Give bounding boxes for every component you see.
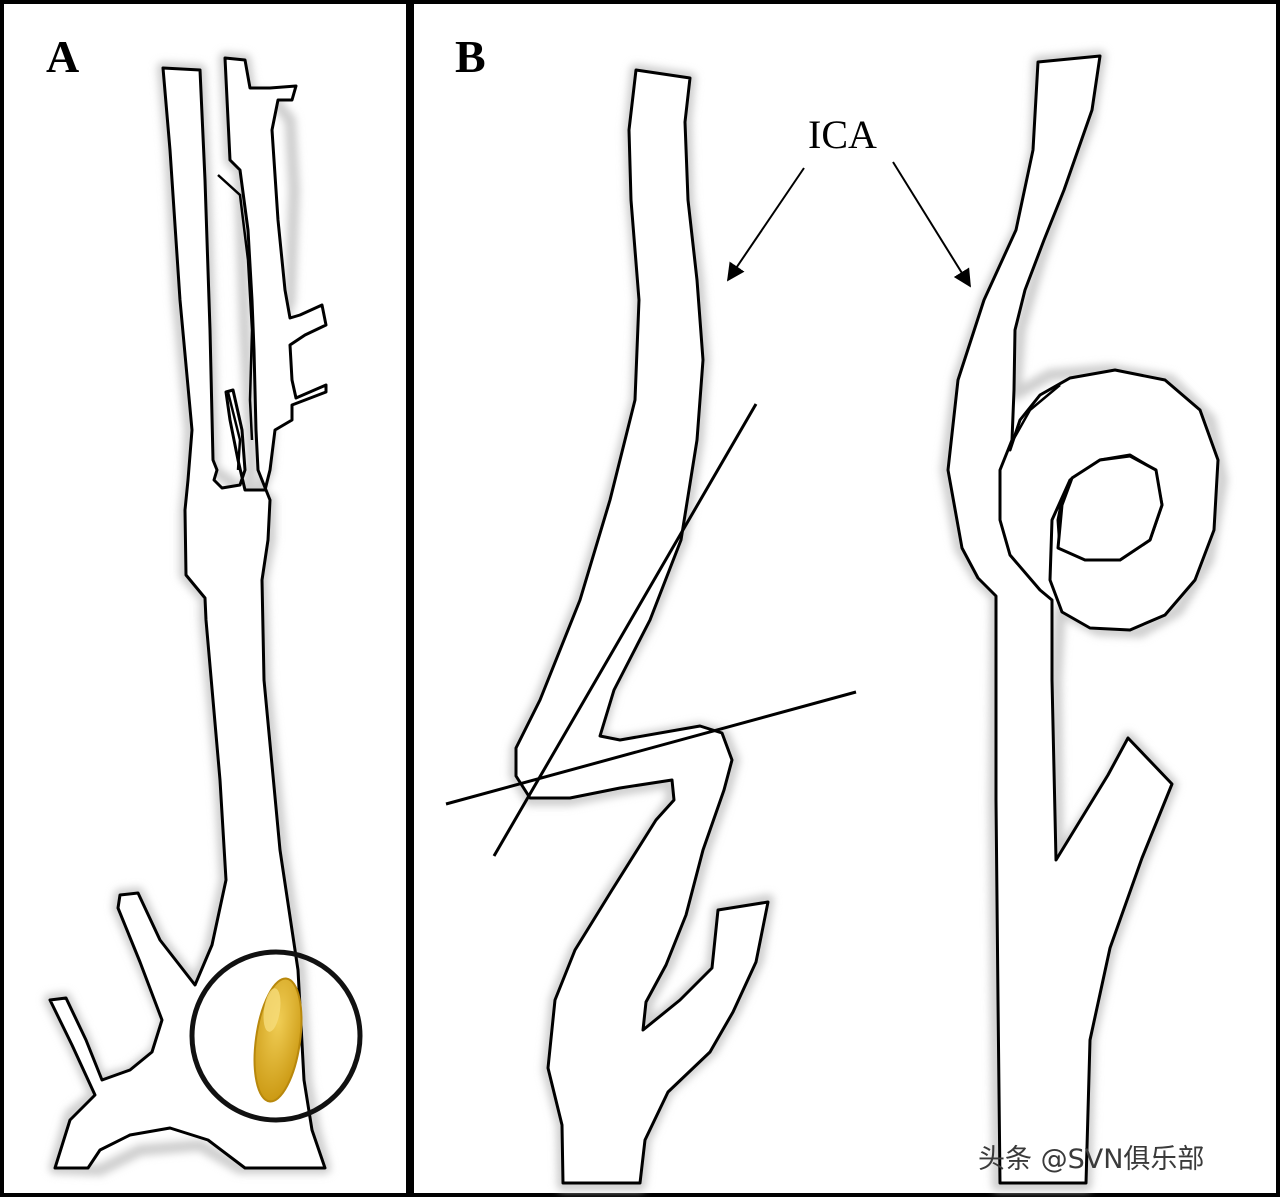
coil-crossing: [1010, 384, 1061, 443]
kinked-ica-vessel: [514, 68, 770, 1185]
angle-line-1: [492, 403, 758, 857]
panel-b-kinked-ica: [445, 64, 857, 1191]
ica-arrow-left: [726, 167, 805, 282]
eca-branch-stub: [226, 391, 242, 471]
plaque-highlight-circle: [189, 949, 363, 1123]
panel-a-carotid-tree: [44, 52, 363, 1176]
panel-a-label: A: [46, 31, 79, 82]
coil-loop-inner: [1056, 454, 1164, 562]
panel-b-label: B: [455, 31, 486, 82]
watermark-text: 头条 @SVN俱乐部: [978, 1144, 1204, 1175]
ica-callout-label: ICA: [808, 112, 877, 157]
panel-b-frame: [410, 0, 1280, 1197]
panel-b-coiled-ica: [940, 50, 1228, 1191]
angle-line-2: [445, 690, 857, 806]
eca-branch-inner: [217, 174, 254, 441]
common-carotid-artery: [48, 56, 328, 1170]
plaque-highlight: [263, 988, 281, 1032]
coiled-ica-vessel: [946, 54, 1174, 1185]
ica-arrow-right: [892, 161, 971, 288]
panel-a-frame: [0, 0, 410, 1197]
